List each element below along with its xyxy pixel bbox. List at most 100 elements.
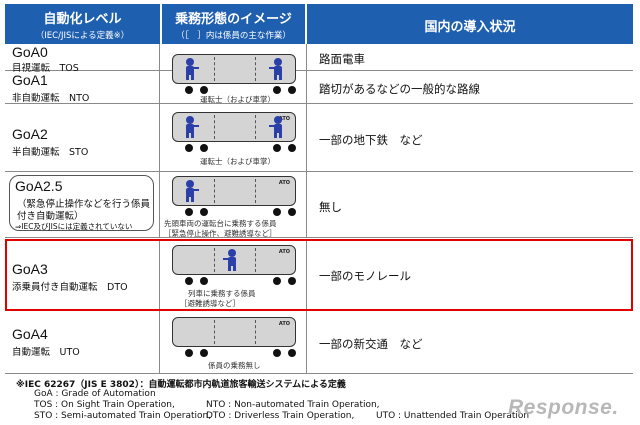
- wheel-icon: [185, 144, 193, 152]
- level-description: 目視運転 TOS: [12, 63, 79, 74]
- ato-label: ATO: [278, 116, 290, 122]
- status-cell: 一部のモノレール: [307, 239, 633, 310]
- wheel-icon: [288, 277, 296, 285]
- level-name: GoA4: [12, 326, 48, 342]
- crew-caption: 列車に乗務する係員: [188, 289, 256, 298]
- status-text: 一部のモノレール: [319, 269, 411, 283]
- header-title: 国内の導入状況: [424, 20, 516, 35]
- response-logo: Response.: [508, 396, 619, 419]
- header-automation-level: 自動化レベル （IEC/JISによる定義※）: [5, 4, 160, 44]
- crew-caption: 運転士（および車掌）: [200, 95, 275, 104]
- level-name: GoA2: [12, 126, 48, 142]
- conductor-figure-icon: [269, 58, 282, 80]
- level-cell: GoA2.5 （緊急停止操作などを行う係員 付き自動運転） ⇒IEC及びJISに…: [5, 172, 160, 237]
- attendant-figure-icon: [223, 249, 236, 271]
- footnote-tos: TOS : On Sight Train Operation,: [34, 400, 175, 410]
- level-cell: GoA3 添乗員付き自動運転 DTO: [5, 239, 160, 310]
- level-description: 半自動運転 STO: [12, 147, 89, 158]
- level-cell: GoA1 非自動運転 NTO: [5, 71, 160, 104]
- image-cell: ATO 列車に乗務する係員 ［避難誘導など］: [160, 239, 307, 310]
- crew-task: ［緊急停止操作、避難誘導など］: [164, 229, 277, 238]
- crew-caption: 運転士（および車掌）: [200, 157, 275, 166]
- image-cell: ATO 先頭車両の運転台に乗務する係員 ［緊急停止操作、避難誘導など］: [160, 172, 307, 238]
- image-cell: [160, 44, 307, 70]
- driver-figure-icon: [186, 116, 199, 138]
- door-divider: [214, 320, 215, 344]
- door-divider: [214, 57, 215, 81]
- wheel-icon: [273, 86, 281, 94]
- door-divider: [214, 248, 215, 272]
- level-note: ⇒IEC及びJISには定義されていない: [15, 222, 133, 231]
- level-description: 非自動運転 NTO: [12, 93, 90, 104]
- wheel-icon: [288, 208, 296, 216]
- wheel-icon: [273, 349, 281, 357]
- table-row-goa2-5: GoA2.5 （緊急停止操作などを行う係員 付き自動運転） ⇒IEC及びJISに…: [5, 172, 633, 238]
- train-icon: ATO: [172, 317, 296, 347]
- door-divider: [255, 57, 256, 81]
- train-icon: ATO: [172, 176, 296, 206]
- wheel-icon: [273, 277, 281, 285]
- crew-task: ［避難誘導など］: [180, 299, 240, 308]
- header-crew-image: 乗務形態のイメージ （［ ］内は係員の主な作業）: [162, 4, 305, 44]
- table-row-goa0: GoA0 目視運転 TOS 路面電車: [5, 44, 633, 74]
- table-row-goa4: GoA4 自動運転 UTO ATO 係員の乗務無し 一部の新交通 など: [5, 311, 633, 374]
- conductor-figure-icon: [269, 116, 282, 138]
- status-cell: 路面電車: [307, 44, 633, 70]
- door-divider: [214, 115, 215, 139]
- wheel-icon: [200, 349, 208, 357]
- train-icon: ATO: [172, 112, 296, 142]
- train-icon: ATO: [172, 245, 296, 275]
- status-cell: 一部の新交通 など: [307, 311, 633, 373]
- wheel-icon: [185, 277, 193, 285]
- status-text: 路面電車: [319, 52, 365, 66]
- level-name: GoA1: [12, 72, 48, 88]
- level-name: GoA0: [12, 44, 48, 60]
- wheel-icon: [273, 144, 281, 152]
- crew-caption: 係員の乗務無し: [208, 361, 261, 370]
- status-cell: 踏切があるなどの一般的な路線: [307, 71, 633, 103]
- driver-figure-icon: [186, 58, 199, 80]
- footnote-uto: UTO : Unattended Train Operation: [376, 411, 530, 421]
- status-text: 一部の地下鉄 など: [319, 133, 423, 147]
- wheel-icon: [185, 86, 193, 94]
- door-divider: [255, 179, 256, 203]
- wheel-icon: [288, 86, 296, 94]
- status-text: 無し: [319, 200, 342, 214]
- wheel-icon: [185, 208, 193, 216]
- train-icon: [172, 54, 296, 84]
- goa3-highlight-box: [5, 239, 633, 311]
- ato-label: ATO: [278, 249, 290, 255]
- level-description: 付き自動運転）: [17, 211, 84, 222]
- wheel-icon: [200, 208, 208, 216]
- level-note-box: [9, 175, 154, 231]
- wheel-icon: [273, 208, 281, 216]
- table-row-goa1: GoA1 非自動運転 NTO 運転士（および車掌） 踏切があるなどの一般的な路線: [5, 71, 633, 104]
- status-cell: 無し: [307, 172, 633, 237]
- ato-label: ATO: [278, 180, 290, 186]
- wheel-icon: [288, 144, 296, 152]
- status-text: 一部の新交通 など: [319, 337, 423, 351]
- wheel-icon: [200, 144, 208, 152]
- wheel-icon: [288, 349, 296, 357]
- wheel-icon: [185, 349, 193, 357]
- header-title: 乗務形態のイメージ: [175, 12, 292, 27]
- door-divider: [255, 248, 256, 272]
- footnote-sto: STO : Semi-automated Train Operation,: [34, 411, 212, 421]
- footnote-nto: NTO : Non-automated Train Operation,: [206, 400, 380, 410]
- level-cell: GoA0 目視運転 TOS: [5, 44, 160, 74]
- crew-caption: 先頭車両の運転台に乗務する係員: [164, 219, 277, 228]
- wheel-icon: [200, 277, 208, 285]
- header-domestic-status: 国内の導入状況: [307, 4, 633, 44]
- image-cell: ATO 運転士（および車掌: [160, 104, 307, 171]
- table-row-goa2: GoA2 半自動運転 STO ATO: [5, 104, 633, 172]
- door-divider: [255, 115, 256, 139]
- footnote-definition: ※IEC 62267（JIS E 3802）：自動運転都市内軌道旅客輸送システム…: [16, 380, 346, 390]
- footnote-dto: DTO : Driverless Train Operation,: [206, 411, 355, 421]
- ato-label: ATO: [278, 321, 290, 327]
- level-description: （緊急停止操作などを行う係員: [17, 199, 151, 210]
- wheel-icon: [200, 86, 208, 94]
- level-description: 添乗員付き自動運転 DTO: [12, 282, 128, 293]
- level-name: GoA2.5: [15, 178, 63, 194]
- level-cell: GoA2 半自動運転 STO: [5, 104, 160, 171]
- level-description: 自動運転 UTO: [12, 347, 80, 358]
